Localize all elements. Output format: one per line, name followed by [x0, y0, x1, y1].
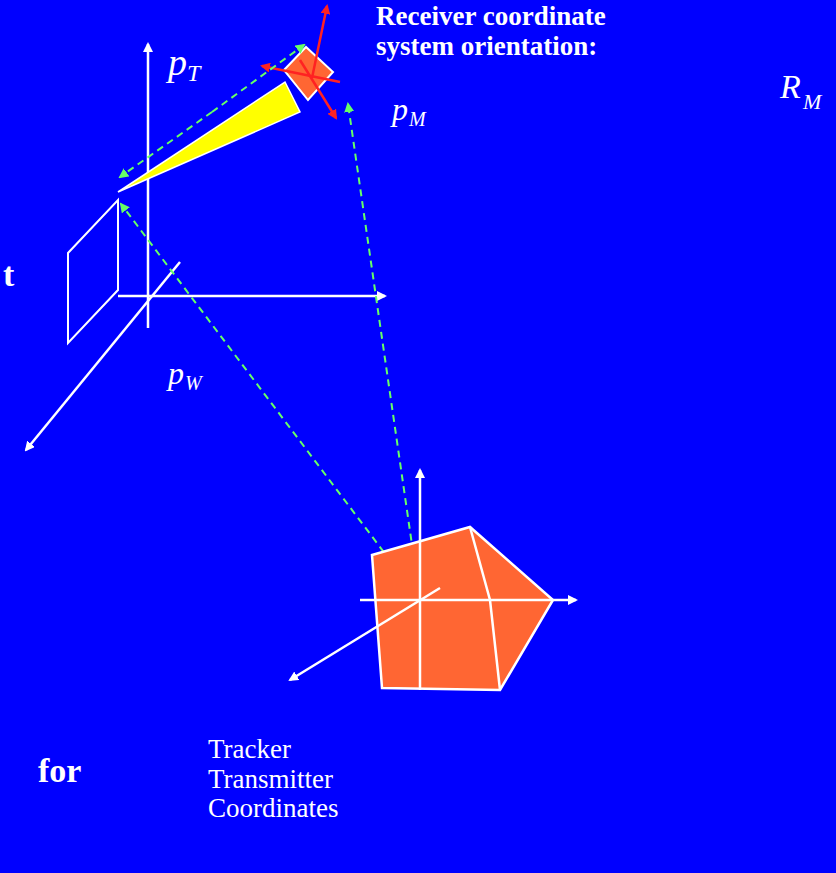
vector-subscript: W: [185, 372, 202, 394]
cut-off-text: t: [3, 256, 14, 293]
pointer-wedge: [118, 82, 300, 192]
vector-subscript: T: [187, 60, 200, 86]
rotation-subscript: M: [803, 90, 821, 114]
head-axes: [26, 44, 385, 450]
receiver-axes: [262, 6, 340, 118]
cut-off-text: for: [38, 752, 81, 789]
vector-symbol: p: [392, 92, 408, 127]
transmitter-label: Tracker Transmitter Coordinates: [208, 735, 348, 824]
receiver-note: Receiver coordinate system orientation:: [376, 2, 646, 61]
image-plane: [68, 200, 118, 343]
vector-symbol: p: [166, 42, 189, 84]
position-vectors: [120, 45, 420, 600]
vector-symbol: p: [168, 356, 184, 391]
tracker-transmitter: [290, 470, 576, 690]
vector-subscript: M: [409, 108, 426, 130]
rotation-symbol: R: [780, 68, 801, 105]
